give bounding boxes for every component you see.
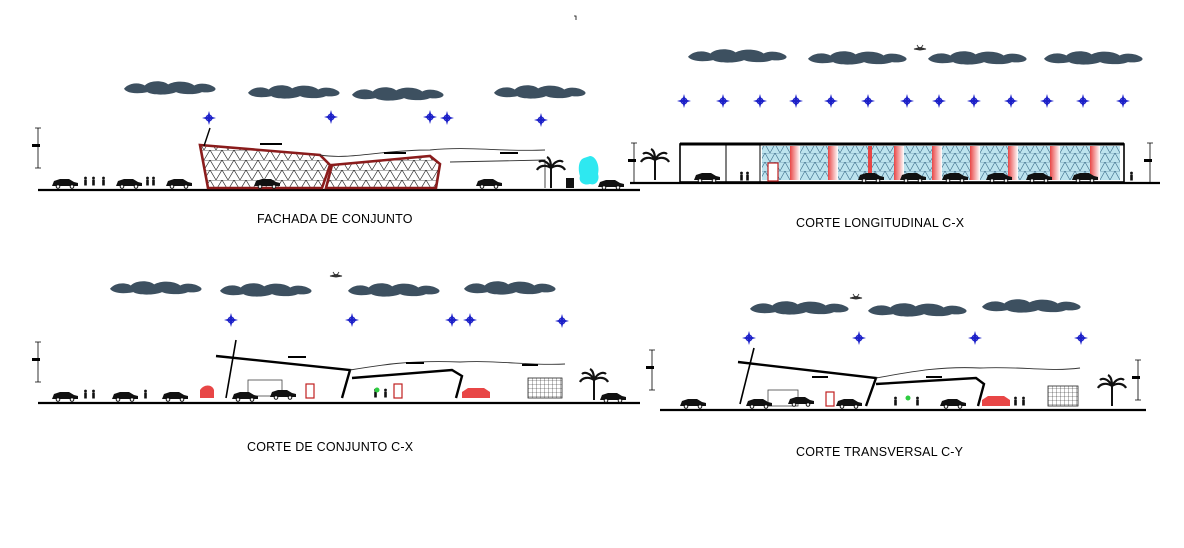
view-title: CORTE LONGITUDINAL C-X	[796, 216, 965, 230]
view-title: CORTE TRANSVERSAL C-Y	[796, 445, 964, 459]
bird-icon	[913, 44, 927, 51]
cloud-icon	[688, 49, 1143, 65]
view-corte-longitudinal: CORTE LONGITUDINAL C-X	[627, 44, 1160, 230]
view-corte-conjunto: CORTE DE CONJUNTO C-X	[31, 271, 640, 454]
palm-tree-icon	[1096, 373, 1128, 408]
sun-star-icon	[741, 330, 1089, 346]
view-corte-transversal: CORTE TRANSVERSAL C-Y	[645, 293, 1146, 459]
car-icon	[679, 396, 967, 409]
sun-star-icon	[223, 312, 570, 329]
bird-icon	[849, 293, 863, 300]
view-fachada: FACHADA DE CONJUNTO	[31, 81, 640, 226]
car-red	[462, 388, 490, 398]
palm-tree-icon	[639, 147, 671, 182]
bird-icon	[329, 271, 343, 278]
sun-star-icon	[201, 109, 549, 128]
cloud-icon	[110, 281, 556, 297]
cloud-icon	[750, 299, 1081, 317]
tree-cyan	[578, 156, 599, 185]
palm-tree-icon	[535, 155, 567, 190]
car-red	[982, 396, 1010, 406]
cloud-icon	[124, 81, 586, 101]
view-title: CORTE DE CONJUNTO C-X	[247, 440, 414, 454]
sun-star-icon	[676, 93, 1131, 109]
view-title: FACHADA DE CONJUNTO	[257, 212, 413, 226]
